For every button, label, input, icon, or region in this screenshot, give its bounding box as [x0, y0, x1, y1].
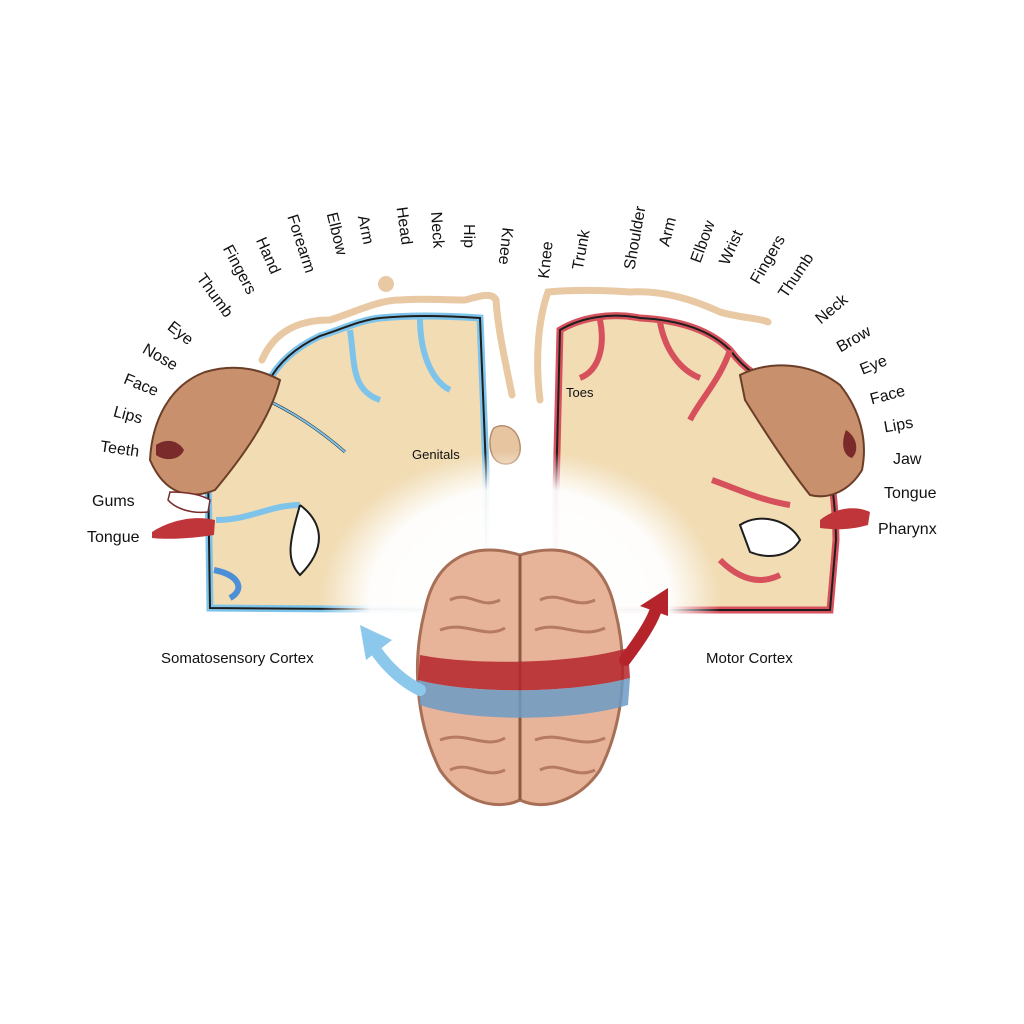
sensory-label: Neck: [426, 211, 447, 249]
motor-label: Jaw: [893, 451, 922, 468]
motor-arrowhead: [640, 588, 668, 616]
motor-label: Pharynx: [878, 521, 937, 538]
sensory-label: Hip: [460, 223, 478, 249]
sensory-face: [148, 366, 282, 539]
motor-caption: Motor Cortex: [706, 650, 793, 667]
sensory-caption: Somatosensory Cortex: [161, 650, 314, 667]
sensory-inner-label: Genitals: [412, 447, 460, 462]
sensory-arrowhead: [360, 625, 392, 660]
motor-band: [418, 648, 630, 691]
motor-inner-label: Toes: [566, 385, 594, 400]
sensory-band: [418, 678, 630, 718]
motor-arrow: [619, 606, 661, 666]
sensory-label: Gums: [92, 493, 135, 510]
motor-face: [738, 364, 870, 530]
sensory-label: Tongue: [87, 529, 140, 546]
sensory-label: Knee: [494, 226, 516, 266]
motor-label: Tongue: [884, 485, 937, 502]
brain-top-view: [415, 548, 630, 807]
